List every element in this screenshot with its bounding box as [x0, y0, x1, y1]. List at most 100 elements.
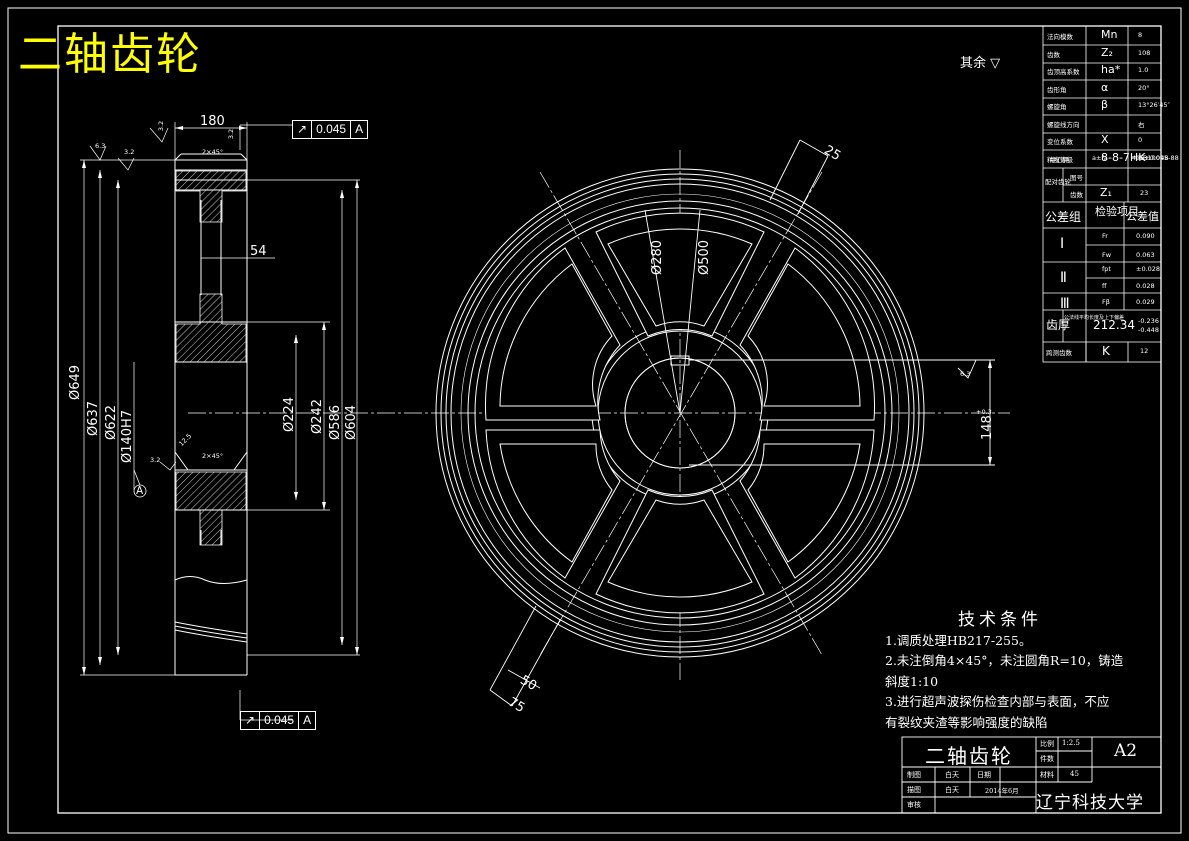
param-value: 8: [1138, 31, 1143, 39]
tech-heading: 技术条件: [958, 610, 1042, 630]
tb-drawn-label: 制图: [907, 771, 921, 779]
dim-width: 180: [200, 114, 225, 129]
param-symbol: Z₂: [1101, 46, 1113, 59]
tb-check-name: 白天: [945, 786, 959, 794]
param-value: 右: [1138, 121, 1145, 129]
chamfer-top: 2×45°: [202, 148, 224, 156]
section-hatching: [175, 170, 247, 546]
tb-size: A2: [1114, 741, 1138, 761]
surface-note: 其余 ▽: [960, 52, 1000, 71]
group-header: 检验项目: [1095, 205, 1139, 218]
tb-scale-val: 1:2.5: [1062, 739, 1080, 747]
tooth-thick-lower: -0.448: [1138, 326, 1159, 334]
roughness-d: 3.2: [227, 128, 236, 140]
group-item-symbol: Fr: [1102, 232, 1108, 240]
param-value: 108: [1138, 49, 1151, 57]
outer-border: [7, 7, 1182, 834]
side-view: [174, 153, 248, 676]
tb-qty-label: 件数: [1040, 755, 1054, 763]
tech-requirements: 技术条件 1.调质处理HB217-255。 2.未注倒角4×45°，未注圆角R=…: [885, 610, 1155, 733]
dim-d500: Ø500: [697, 239, 712, 275]
tolerance-frame-top: ↗ 0.045 A: [292, 120, 369, 139]
param-label: 螺旋角: [1047, 103, 1067, 111]
dim-d224: Ø224: [282, 396, 297, 432]
param-value: 13°26′45″: [1138, 101, 1170, 109]
tech-line: 3.进行超声波探伤检查内部与表面，不应: [885, 694, 1110, 709]
datum-label: A: [136, 485, 144, 497]
side-dimension-arrows: [82, 126, 359, 675]
runout-icon: ↗: [241, 712, 261, 729]
param-symbol: α: [1101, 81, 1109, 94]
pair-row-label: 图号: [1070, 174, 1083, 182]
roughness-b: 3.2: [124, 148, 135, 156]
tech-line: 1.调质处理HB217-255。: [885, 632, 1032, 648]
param-label: 精度等级: [1047, 156, 1073, 164]
front-view-overlays: [489, 139, 995, 707]
tb-name: 二轴齿轮: [925, 744, 1013, 768]
tolerance-top-value: 0.045: [312, 121, 352, 138]
roughness-c: 3.2: [157, 120, 166, 132]
tb-material-label: 材料: [1040, 771, 1054, 779]
group-item-value: 0.090: [1136, 232, 1155, 240]
inner-border: [57, 25, 1162, 814]
tb-date-val: 2014年6月: [985, 787, 1019, 795]
param-symbol: X: [1101, 133, 1109, 146]
tb-date-label: 日期: [977, 771, 991, 779]
dim-d280: Ø280: [650, 239, 665, 275]
param-symbol: a±fa: [1092, 154, 1108, 162]
group-item-value: 0.063: [1136, 251, 1155, 259]
tb-material-val: 45: [1070, 770, 1079, 778]
span-symbol: K: [1102, 344, 1110, 358]
roughness-key: 6.3: [960, 370, 971, 378]
dim-d140: Ø140H7: [120, 409, 135, 463]
dim-d604: Ø604: [344, 404, 359, 440]
tb-school: 辽宁科技大学: [1036, 793, 1144, 813]
tech-line: 有裂纹夹渣等影响强度的缺陷: [885, 714, 1048, 730]
group-header: 公差值: [1126, 210, 1159, 223]
param-value: 1.0: [1138, 66, 1149, 74]
param-label: 变位系数: [1047, 138, 1073, 146]
side-dimension-lines: [80, 122, 360, 721]
group-item-symbol: fpt: [1102, 265, 1111, 273]
tb-drawn-name: 白天: [945, 771, 959, 779]
dim-keyway: 148: [980, 415, 995, 440]
group-item-value: 0.029: [1136, 298, 1155, 306]
group-name: Ⅱ: [1060, 270, 1067, 286]
param-value: 20°: [1138, 84, 1150, 92]
tb-check-label: 描图: [907, 786, 921, 794]
param-symbol: ha*: [1101, 63, 1121, 76]
dim-d242: Ø242: [310, 398, 325, 434]
pair-row-label: 齿数: [1070, 191, 1083, 199]
runout-icon: ↗: [293, 121, 313, 138]
param-symbol: Mn: [1101, 28, 1118, 41]
roughness-a: 6.3: [95, 142, 106, 150]
pair-label: 配对齿轮: [1045, 178, 1071, 186]
tech-line: 斜度1:10: [885, 673, 939, 689]
tb-review-label: 审核: [907, 801, 921, 809]
span-value: 12: [1140, 347, 1149, 355]
tooth-thick-value: 212.34: [1093, 318, 1135, 332]
dim-d637: Ø637: [86, 400, 101, 436]
tech-line: 2.未注倒角4×45°，未注圆角R=10，铸造: [885, 653, 1124, 668]
title-block-grid: [901, 736, 1162, 814]
roughness-f: 3.2: [150, 456, 161, 464]
dim-d586: Ø586: [328, 404, 343, 440]
group-name: Ⅰ: [1060, 236, 1065, 252]
surface-note-label: 其余: [960, 56, 987, 71]
param-value: 406±0.048: [1132, 154, 1169, 162]
tb-scale-label: 比例: [1040, 740, 1054, 748]
param-label: 齿顶高系数: [1047, 68, 1080, 76]
group-header: 公差组: [1045, 210, 1082, 224]
dim-d649: Ø649: [68, 364, 83, 400]
param-symbol: 8-8-7HK: [1101, 151, 1146, 164]
group-item-symbol: Fβ: [1102, 298, 1110, 306]
dim-web: 54: [250, 244, 267, 259]
tolerance-bottom-value: 0.045: [260, 712, 300, 729]
group-item-symbol: Fw: [1102, 251, 1112, 259]
param-label: 法向模数: [1047, 33, 1073, 41]
tolerance-frame-bottom: ↗ 0.045 A: [240, 711, 317, 730]
param-table-grid: [1042, 25, 1162, 363]
tolerance-top-datum: A: [355, 122, 364, 136]
param-label: 齿形角: [1047, 86, 1067, 94]
